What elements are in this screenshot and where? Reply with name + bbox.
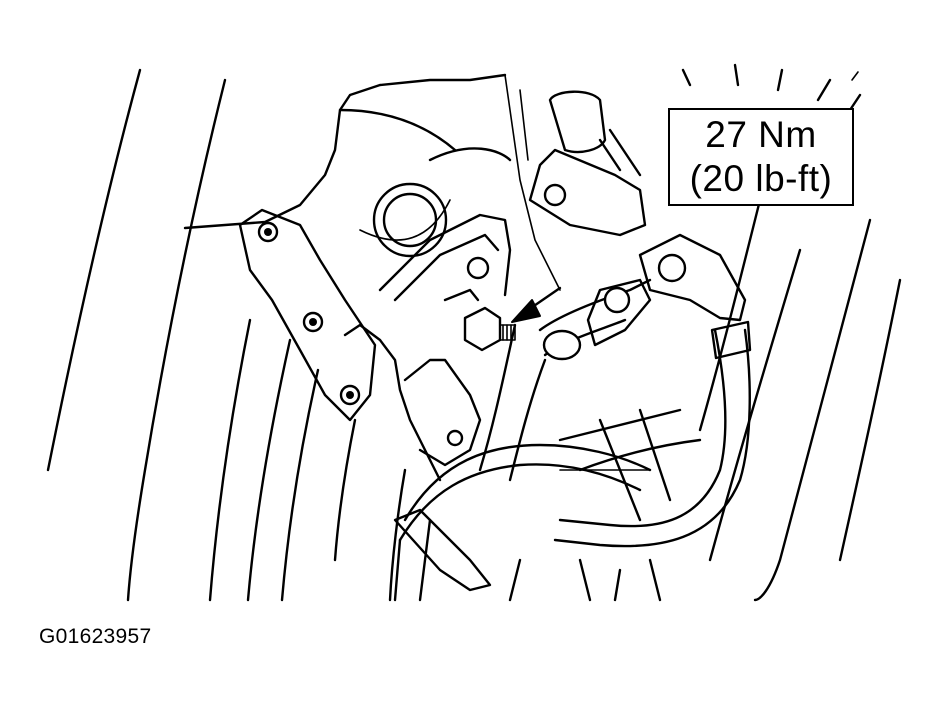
torque-nm-label: 27 Nm [705,114,817,155]
ground-bolt [443,288,516,352]
ground-cable [478,233,752,548]
mounting-bracket [238,208,512,482]
body-panel-lines [46,68,407,602]
top-tick-marks [681,63,862,112]
torque-spec-callout: 27 Nm (20 lb-ft) [668,108,854,206]
pointer-arrow [511,286,562,323]
right-side-lines [508,198,902,602]
engine-block-outline [183,73,561,291]
top-connector [528,90,647,237]
lower-frame-tubes [393,408,702,602]
torque-lbft-label: (20 lb-ft) [689,158,833,199]
figure-id-label: G01623957 [39,625,152,648]
